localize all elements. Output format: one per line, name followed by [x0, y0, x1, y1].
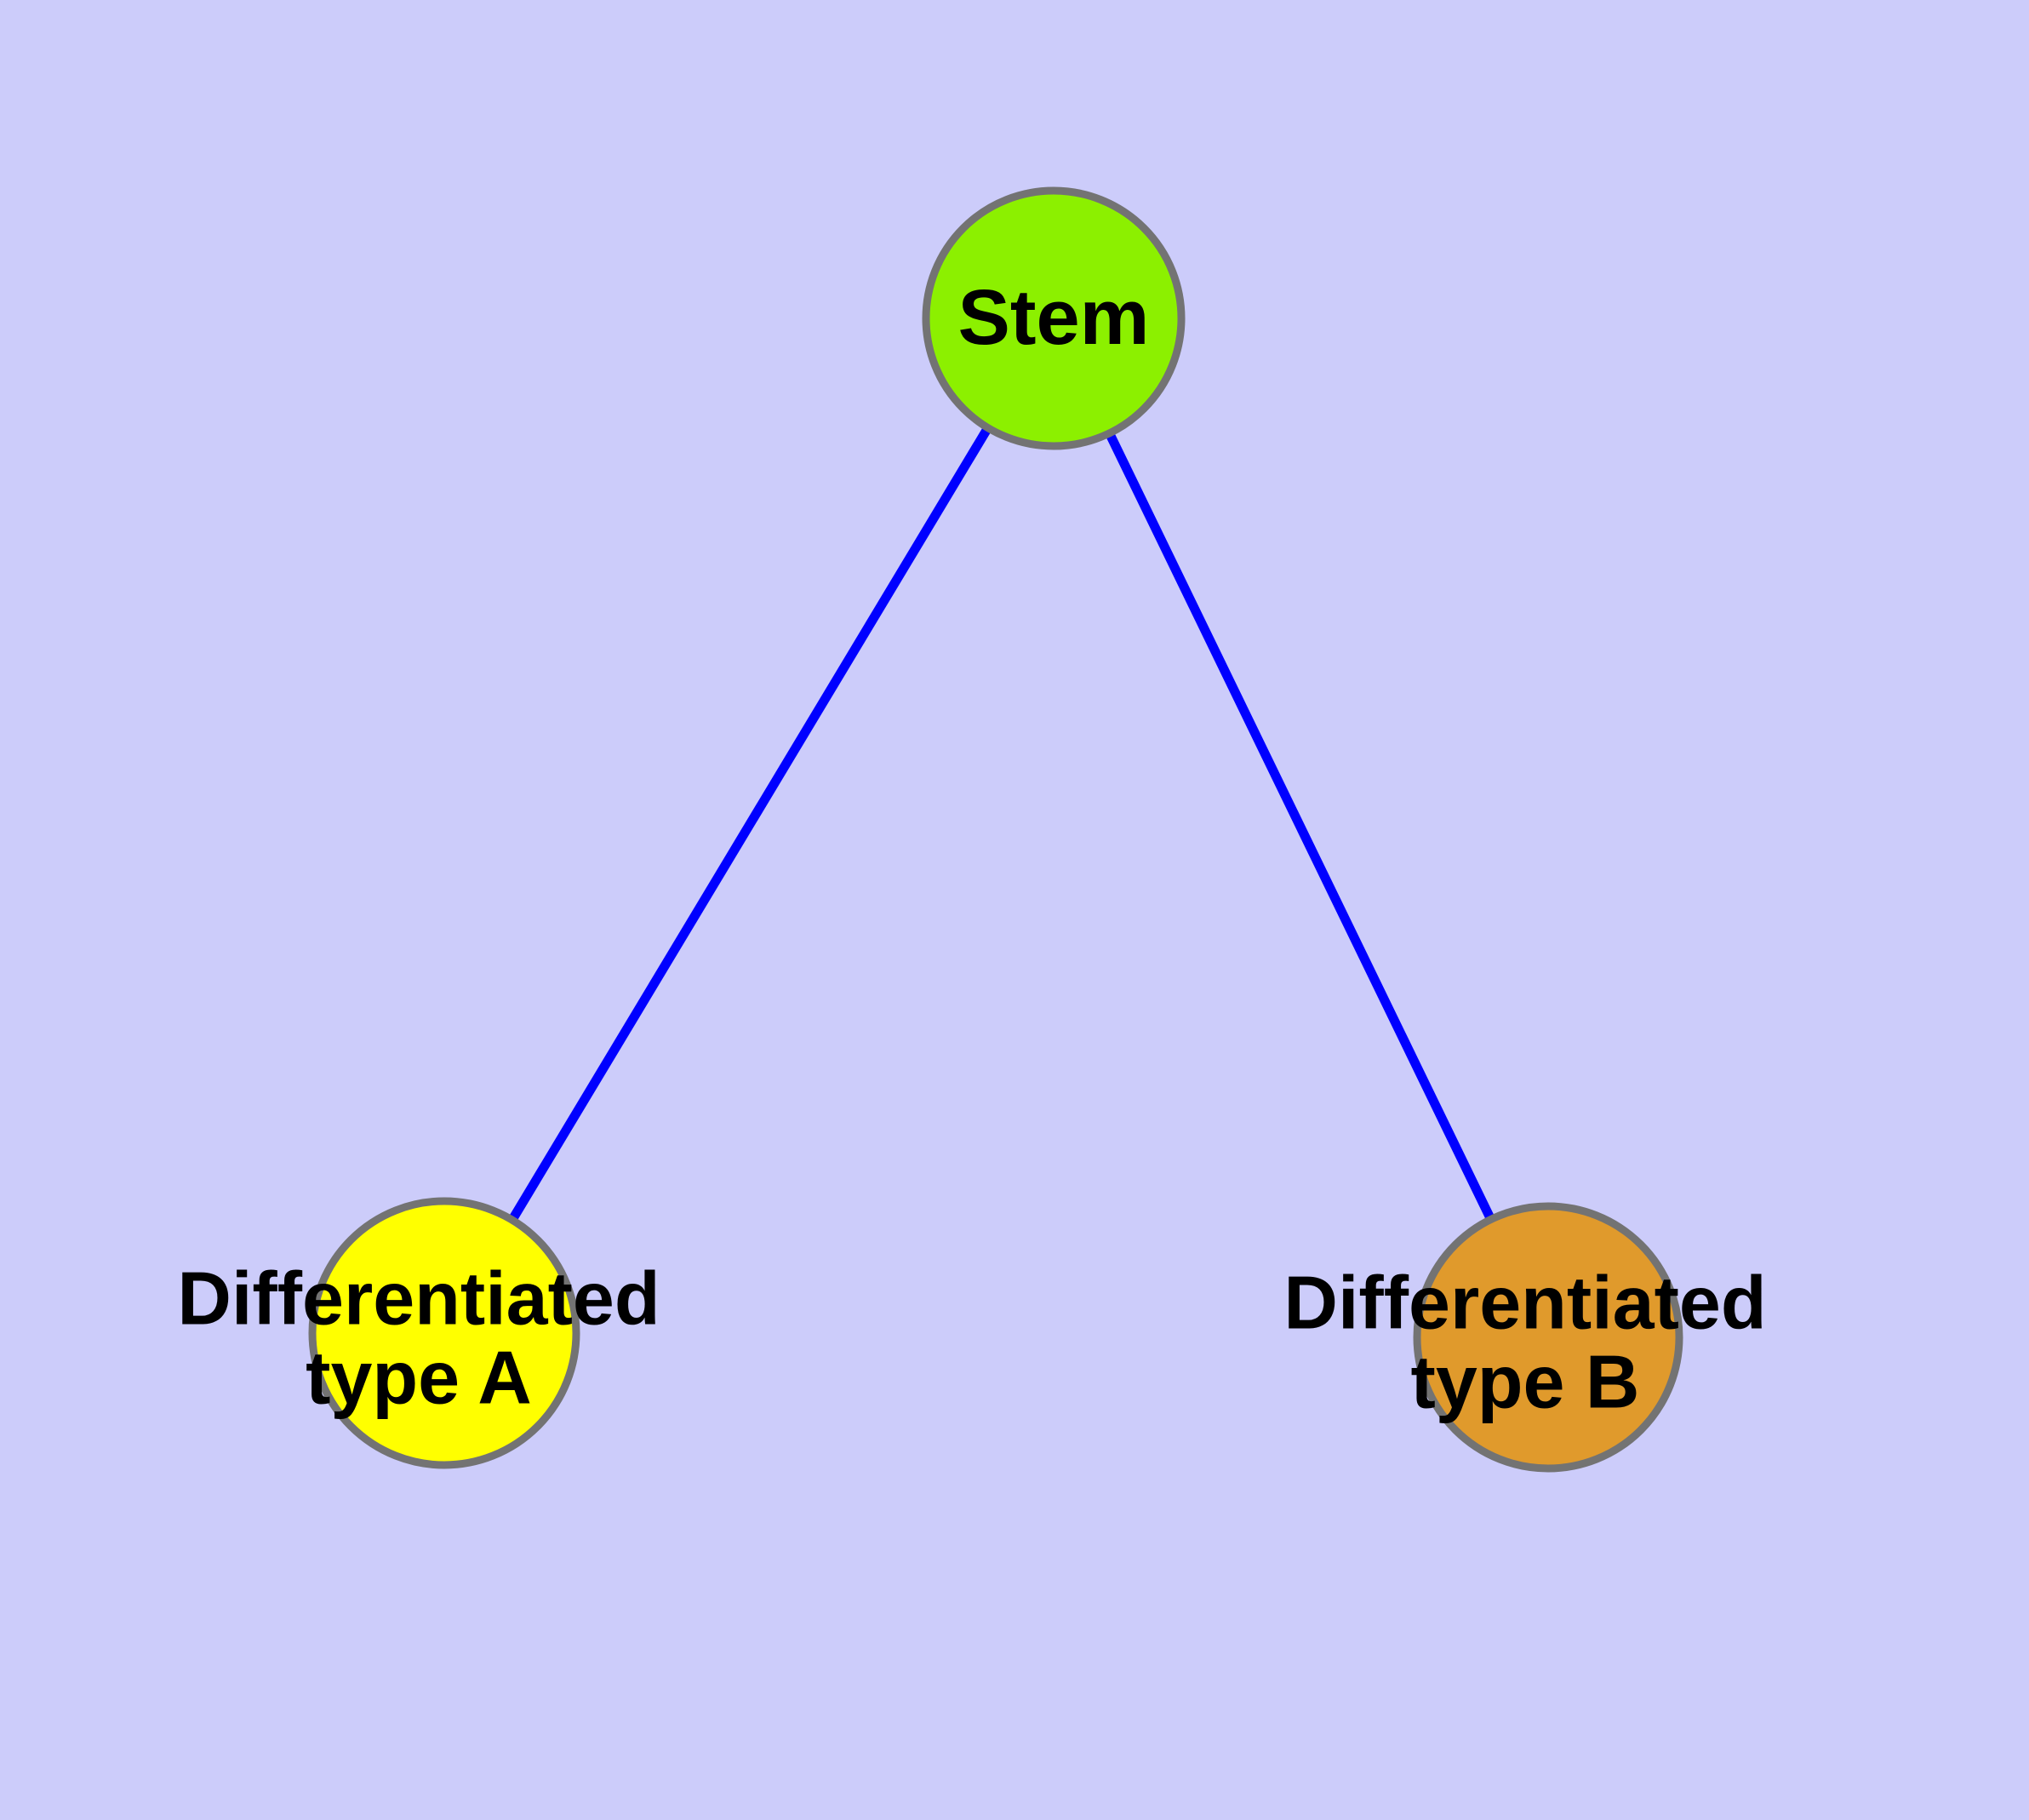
nodes-layer: [308, 186, 1683, 1473]
node-diff_a[interactable]: [308, 1197, 580, 1469]
edge-stem-to-diff_a: [440, 316, 1058, 1336]
edges-layer: [440, 316, 1552, 1340]
edge-stem-to-diff_b: [1049, 316, 1552, 1340]
node-diff_b[interactable]: [1413, 1202, 1683, 1473]
node-stem[interactable]: [922, 186, 1186, 450]
